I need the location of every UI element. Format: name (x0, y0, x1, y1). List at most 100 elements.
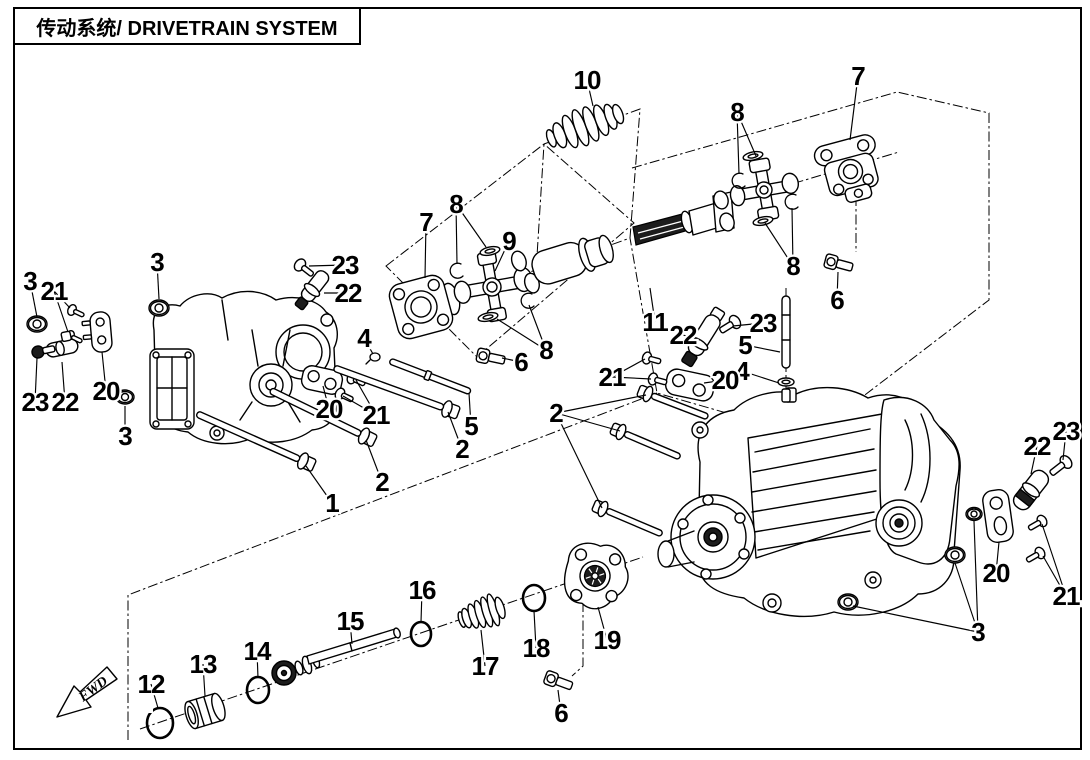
bracket-20-front (300, 365, 344, 395)
rear-propshaft-boundary-box (629, 91, 990, 438)
nut-3-rear-a (944, 546, 966, 564)
drive-shaft-15 (271, 627, 401, 686)
callout-15: 15 (337, 606, 364, 636)
leader-line-20 (322, 385, 330, 410)
front-flange-yoke-7 (388, 274, 461, 340)
callout-8: 8 (786, 251, 800, 281)
nut-3-right-small (965, 506, 983, 522)
rod-5-front (389, 358, 472, 395)
axle-boundary-line (127, 392, 658, 740)
callout-3: 3 (971, 617, 985, 647)
boot-17 (457, 593, 506, 629)
leader-line-21 (611, 358, 646, 378)
leader-line-2 (555, 394, 647, 414)
front-propshaft-yoke-tube (510, 234, 614, 294)
boot-10 (545, 103, 625, 149)
leader-line-22 (682, 334, 701, 341)
leader-line-7 (424, 221, 427, 279)
callout-3: 3 (118, 421, 132, 451)
callout-20: 20 (712, 365, 739, 395)
callout-23: 23 (1053, 416, 1080, 446)
leader-line-8 (736, 111, 740, 175)
callout-20: 20 (316, 394, 343, 424)
screw-21-front-b (334, 387, 354, 403)
front-circlip-left-8 (449, 262, 464, 279)
callout-9: 9 (502, 226, 516, 256)
leader-line-8 (791, 207, 794, 267)
leader-line-17 (480, 629, 486, 667)
callout-21: 21 (599, 362, 626, 392)
bracket-20-right (982, 489, 1014, 543)
leader-line-21 (611, 376, 652, 380)
leader-line-14 (256, 650, 259, 679)
leader-line-12 (150, 683, 159, 709)
callout-23: 23 (22, 387, 49, 417)
callout-5: 5 (738, 330, 752, 360)
callout-21: 21 (363, 400, 390, 430)
leader-line-7 (849, 75, 859, 141)
bolt-23-left (31, 345, 56, 359)
leader-line-2 (555, 412, 603, 509)
circlip-14 (245, 675, 271, 705)
callout-11: 11 (642, 307, 668, 337)
leader-line-23 (34, 357, 38, 403)
bolt-2-front-b (333, 365, 461, 420)
bolt-21-right-a (1027, 514, 1048, 531)
leader-line-21 (355, 379, 377, 416)
bolt6-centerline-bottom (571, 602, 584, 677)
callout-8: 8 (449, 189, 463, 219)
callout-22: 22 (52, 387, 79, 417)
leader-line-20 (101, 351, 107, 392)
bolt-2-rear-b (609, 422, 681, 460)
callout-1: 1 (325, 488, 339, 518)
callout-20: 20 (983, 558, 1010, 588)
axle-centerline (139, 556, 644, 730)
bolt-23-front (293, 258, 315, 277)
leader-line-8 (736, 111, 757, 157)
callout-19: 19 (594, 625, 621, 655)
leader-line-8 (455, 203, 487, 248)
rear-ujoint-washer-bottom-8 (752, 215, 774, 227)
page-title: 传动系统/ DRIVETRAIN SYSTEM (36, 17, 338, 40)
leader-line-3 (29, 280, 38, 318)
leader-line-13 (202, 663, 206, 697)
rear-ujoint-washer-top-8 (742, 150, 764, 162)
leader-line-19 (597, 606, 608, 641)
leader-line-22 (61, 361, 66, 403)
callout-20: 20 (93, 376, 120, 406)
screw-21-left-a (66, 304, 85, 318)
bolt-6-front (475, 347, 506, 365)
bolt-2-rear-c (591, 499, 663, 537)
rear-circlip-right-8 (784, 193, 799, 210)
callout-13: 13 (190, 649, 217, 679)
leader-line-23 (308, 264, 346, 267)
front-ujoint-washer-bottom-8 (477, 311, 499, 323)
callout-7: 7 (419, 207, 433, 237)
leader-line-3 (973, 520, 979, 633)
sensor-22-rear (681, 306, 726, 368)
leader-line-9 (494, 240, 510, 272)
callout-10: 10 (574, 65, 601, 95)
leader-line-4 (741, 370, 780, 384)
leader-line-8 (764, 222, 794, 267)
breather-22-left (45, 330, 79, 358)
leader-line-23 (732, 322, 764, 327)
nut-3-left-upper (148, 299, 170, 317)
leader-line-6 (836, 271, 839, 301)
callout-23: 23 (750, 308, 777, 338)
leader-line-11 (649, 287, 656, 323)
coupler-13 (184, 692, 226, 730)
nut-3-left-lower (115, 389, 135, 405)
callout-8: 8 (539, 335, 553, 365)
leader-line-10 (586, 79, 594, 107)
bolt-21-rear-a (641, 351, 662, 365)
breather-22-right (1012, 469, 1050, 511)
page-border (13, 7, 1082, 750)
fwd-arrow: FWD (56, 666, 118, 718)
callout-2: 2 (375, 467, 389, 497)
leader-line-21 (1042, 555, 1067, 597)
callout-4: 4 (357, 323, 372, 353)
title-box: 传动系统/ DRIVETRAIN SYSTEM (13, 7, 361, 45)
